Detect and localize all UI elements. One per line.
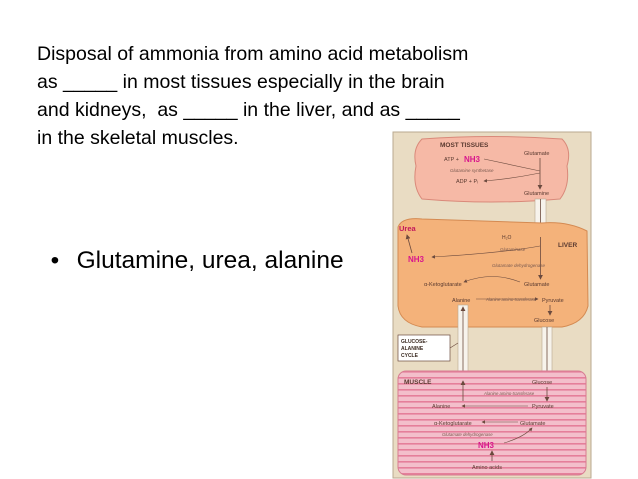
liver-glucose: Glucose [534, 318, 554, 324]
answer-text: Glutamine, urea, alanine [76, 247, 344, 274]
tissues-adp: ADP + Pᵢ [456, 179, 478, 185]
liver-nh3-release-arrow [431, 245, 541, 259]
cycle-label-line-2: ALANINE [401, 346, 424, 352]
tissues-title: MOST TISSUES [440, 142, 489, 149]
liver-glutamate: Glutamate [524, 282, 549, 288]
muscle-glutamate: Glutamate [520, 421, 545, 427]
tissues-enzyme: Glutamine synthetase [450, 168, 494, 173]
muscle-transferase: Alanine amino-transferase [483, 391, 535, 396]
question-line-1: Disposal of ammonia from amino acid meta… [37, 43, 469, 65]
liver-urea: Urea [399, 224, 417, 233]
muscle-ketoglutarate: α-Ketoglutarate [434, 421, 472, 427]
tissues-glutamine: Glutamine [524, 191, 549, 197]
bullet-icon: • [50, 247, 60, 274]
cycle-pointer-line [449, 342, 459, 349]
tissues-glutamate: Glutamate [524, 151, 549, 157]
liver-ketoglutarate: α-Ketoglutarate [424, 282, 462, 288]
answer-bullet: • Glutamine, urea, alanine [37, 216, 344, 276]
tissues-atp: ATP + [444, 157, 459, 163]
tissues-adp-arrow [483, 172, 541, 183]
muscle-alanine: Alanine [432, 404, 450, 410]
question-line-4: in the skeletal muscles. [37, 127, 239, 149]
liver-alanine: Alanine [452, 298, 470, 304]
question-line-2: as _____ in most tissues especially in t… [37, 71, 445, 93]
cycle-label-box [397, 334, 451, 362]
ammonia-disposal-figure: MOST TISSUES ATP + NH3 Glutamate Glutami… [392, 131, 592, 479]
liver-transferase: Alanine amino-transferase [485, 297, 537, 302]
muscle-amino-acids: Amino acids [472, 465, 502, 471]
muscle-dehydrogenase: Glutamate dehydrogenase [442, 432, 493, 437]
liver-nh3-to-urea-arrow [405, 234, 413, 254]
muscle-nh3-to-glutamate-arrow [503, 427, 533, 444]
liver-nh3: NH3 [408, 255, 425, 264]
tissue-cell [414, 136, 570, 203]
liver-organ [397, 218, 589, 328]
cycle-label-line-3: CYCLE [401, 353, 419, 359]
cycle-label-line-1: GLUCOSE- [401, 339, 428, 345]
liver-pyruvate: Pyruvate [542, 298, 564, 304]
liver-h2o: H₂O [502, 235, 512, 241]
muscle-nh3: NH3 [478, 441, 495, 450]
muscle-glucose: Glucose [532, 380, 552, 386]
muscle-title: MUSCLE [404, 379, 432, 386]
question-line-3: and kidneys, as _____ in the liver, and … [37, 99, 460, 121]
muscle-pyruvate: Pyruvate [532, 404, 554, 410]
liver-dehydrogenase: Glutamate dehydrogenase [492, 263, 546, 268]
liver-glutaminase: Glutaminase [500, 247, 526, 252]
liver-glutamate-cycle-arrow [463, 276, 521, 283]
muscle-tissue [397, 370, 587, 476]
liver-title: LIVER [558, 242, 577, 249]
tissues-atp-arrow [483, 158, 541, 172]
tissues-nh3: NH3 [464, 155, 481, 164]
